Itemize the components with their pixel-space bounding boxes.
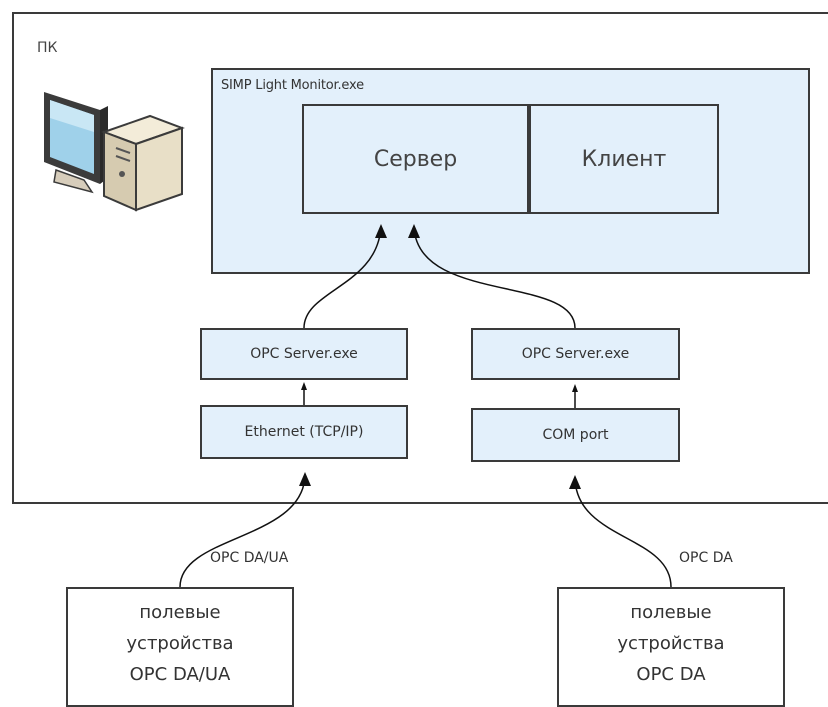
field-devices-left-line3: OPC DA/UA [129,664,231,685]
opc-server-right: OPC Server.exe [471,328,680,380]
arrowhead-opc-right-to-server [408,224,420,238]
arrowhead-field-right-to-com [569,475,581,489]
arrowhead-opc-left-to-server [375,224,387,238]
ethernet-interface: Ethernet (TCP/IP) [200,405,408,459]
desktop-computer-icon [44,92,185,212]
field-devices-right-line3: OPC DA [636,664,706,685]
field-devices-left-line1: полевые [139,602,221,623]
field-devices-left-line2: устройства [126,633,234,654]
app-title: SIMP Light Monitor.exe [221,78,364,93]
field-devices-left: полевые устройства OPC DA/UA [66,587,294,707]
connection-label-right: OPC DA [679,550,733,566]
field-devices-right-line2: устройства [617,633,725,654]
arrowhead-com-to-opc [572,384,578,392]
arrow-field-left-to-ethernet [179,473,306,588]
arrow-opc-left-to-server [303,225,382,329]
server-panel: Сервер [302,104,529,214]
connection-label-left: OPC DA/UA [210,550,289,566]
arrowhead-ethernet-to-opc [301,382,307,390]
pc-label: ПК [37,40,58,56]
opc-server-left: OPC Server.exe [200,328,408,380]
field-devices-right-line1: полевые [630,602,712,623]
arrow-opc-right-to-server [413,225,576,329]
com-port-interface: COM port [471,408,680,462]
connector-arrows [179,224,672,588]
arrow-field-right-to-com [574,476,672,588]
client-panel: Клиент [529,104,719,214]
field-devices-right: полевые устройства OPC DA [557,587,785,707]
arrowhead-field-left-to-ethernet [299,472,311,486]
